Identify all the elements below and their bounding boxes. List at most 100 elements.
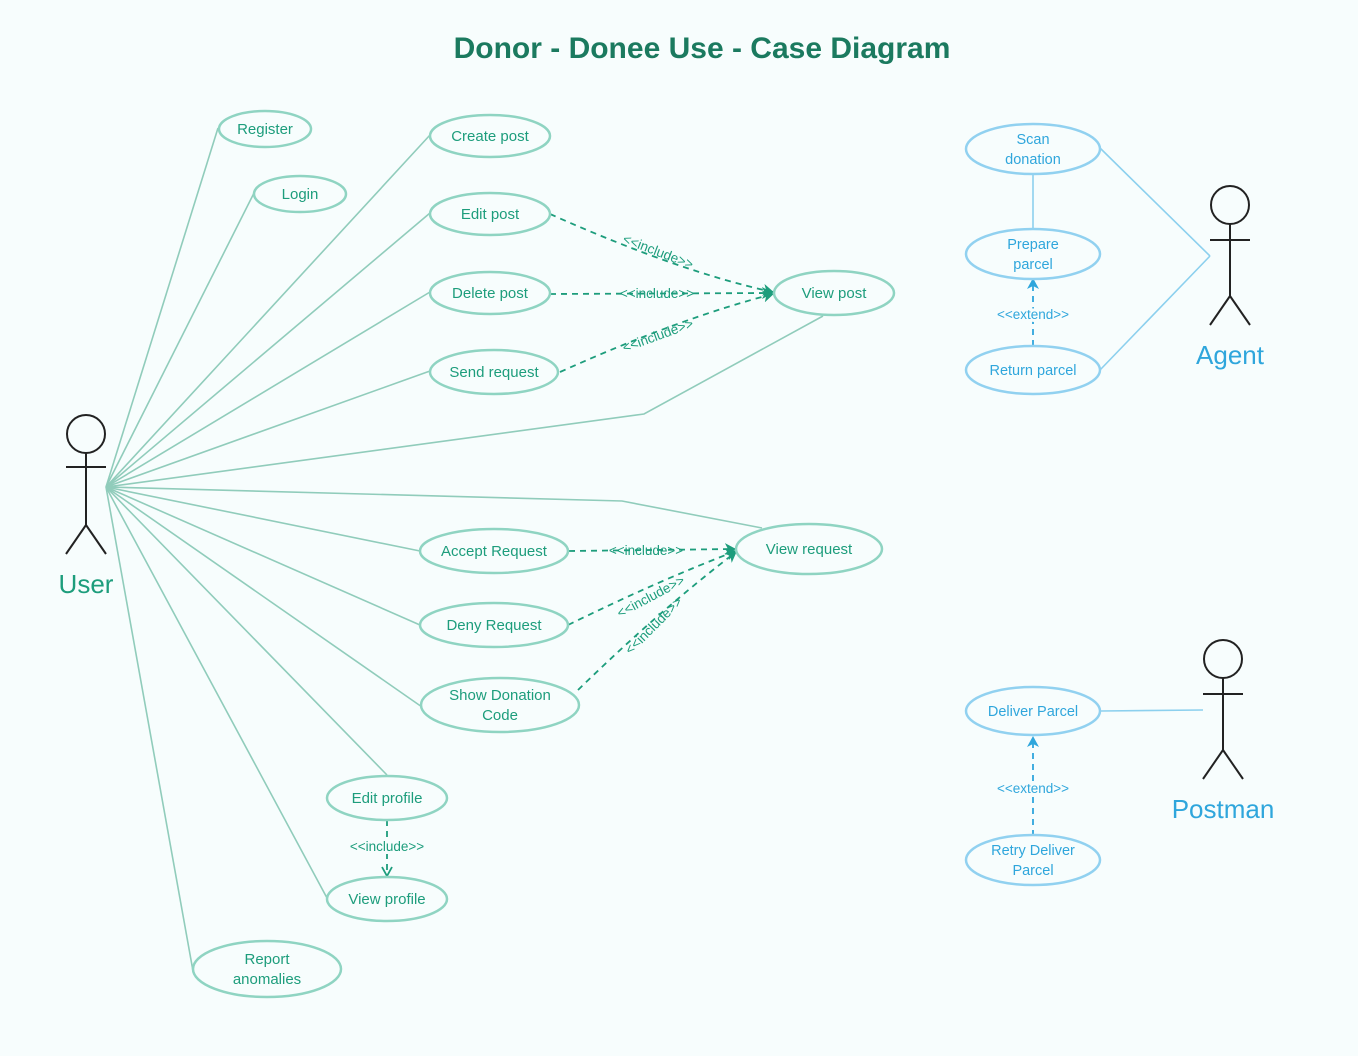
use-case-deny-request[interactable]: Deny Request (418, 601, 570, 649)
assoc-delete-post (105, 291, 431, 488)
include-label-send-request: <<include>> (620, 316, 695, 356)
use-case-label-delete-post: Delete post (452, 285, 529, 302)
use-case-deliver-parcel[interactable]: Deliver Parcel (964, 685, 1102, 737)
include-label-delete-post: <<include>> (620, 286, 694, 301)
use-case-shape-view-post (772, 269, 896, 317)
use-case-shape-deny-request (418, 601, 570, 649)
use-case-login[interactable]: Login (252, 174, 348, 214)
use-case-edit-post[interactable]: Edit post (428, 191, 552, 237)
assoc-scan-donation (1099, 147, 1211, 257)
use-case-label-register: Register (237, 121, 293, 138)
assoc-create-post (105, 134, 431, 488)
use-case-label-report-anomalies: anomalies (233, 971, 301, 988)
use-case-label-edit-profile: Edit profile (352, 790, 423, 807)
postman-head (1203, 639, 1243, 679)
assoc-edit-profile (105, 486, 388, 776)
use-case-register[interactable]: Register (217, 109, 313, 149)
use-case-label-login: Login (282, 186, 319, 203)
use-case-shape-show-donation-code (419, 676, 581, 734)
use-case-prepare-parcel[interactable]: Prepare parcel (964, 227, 1102, 281)
use-case-shape-delete-post (428, 270, 552, 316)
user-leg-right (85, 524, 107, 555)
assoc-login (105, 192, 255, 488)
use-case-create-post[interactable]: Create post (428, 113, 552, 159)
include-send-view-post (559, 290, 774, 373)
assoc-view-post (105, 315, 824, 488)
use-case-label-view-request: View request (766, 541, 853, 558)
assoc-deny-request (105, 486, 421, 626)
use-case-label-report-anomalies: Report (244, 951, 290, 968)
use-case-shape-prepare-parcel (964, 227, 1102, 281)
actor-postman: Postman (1172, 639, 1275, 824)
use-case-view-request[interactable]: View request (734, 522, 884, 576)
postman-associations (1100, 709, 1204, 712)
use-case-edit-profile[interactable]: Edit profile (325, 774, 449, 822)
use-case-send-request[interactable]: Send request (428, 348, 560, 396)
use-case-label-return-parcel: Return parcel (989, 363, 1076, 379)
use-case-shape-view-request (734, 522, 884, 576)
agent-leg-right (1229, 295, 1251, 326)
use-case-label-prepare-parcel: Prepare (1007, 237, 1059, 253)
actor-name-postman: Postman (1172, 794, 1275, 824)
use-case-label-edit-post: Edit post (461, 206, 520, 223)
actor-name-agent: Agent (1196, 340, 1265, 370)
use-case-return-parcel[interactable]: Return parcel (964, 344, 1102, 396)
extend-label-return-parcel: <<extend>> (997, 307, 1069, 322)
use-case-shape-accept-request (418, 527, 570, 575)
include-edit-view-post (549, 213, 774, 296)
assoc-show-donation-code (105, 486, 423, 708)
extend-label-retry-deliver: <<extend>> (997, 781, 1069, 796)
include-label-edit-profile: <<include>> (350, 839, 424, 854)
postman-leg-right (1222, 749, 1244, 780)
use-case-shape-edit-profile (325, 774, 449, 822)
use-case-label-deliver-parcel: Deliver Parcel (988, 704, 1078, 720)
actor-agent: Agent (1196, 185, 1265, 370)
use-case-scan-donation[interactable]: Scan donation (964, 122, 1102, 176)
actor-user: User (59, 414, 114, 599)
assoc-send-request (105, 370, 431, 488)
user-leg-left (65, 524, 87, 555)
use-case-label-create-post: Create post (451, 128, 529, 145)
include-label-accept-request: <<include>> (609, 543, 683, 558)
use-case-label-deny-request: Deny Request (446, 617, 542, 634)
use-case-view-post[interactable]: View post (772, 269, 896, 317)
agent-head (1210, 185, 1250, 225)
use-case-view-profile[interactable]: View profile (325, 875, 449, 923)
use-case-report-anomalies[interactable]: Report anomalies (191, 939, 343, 999)
include-delete-view-post (549, 287, 773, 300)
use-case-delete-post[interactable]: Delete post (428, 270, 552, 316)
use-case-label-show-donation-code: Code (482, 707, 518, 724)
assoc-view-request (105, 486, 763, 529)
use-case-label-view-post: View post (802, 285, 868, 302)
use-case-shape-report-anomalies (191, 939, 343, 999)
assoc-edit-post (105, 212, 431, 488)
include-label-edit-post: <<include>> (621, 231, 696, 272)
use-case-shape-scan-donation (964, 122, 1102, 176)
use-case-label-retry-deliver-parcel: Parcel (1012, 863, 1053, 879)
assoc-deliver-parcel (1100, 709, 1204, 712)
use-case-label-view-profile: View profile (348, 891, 425, 908)
use-case-label-send-request: Send request (449, 364, 539, 381)
use-case-label-prepare-parcel: parcel (1013, 257, 1053, 273)
agent-associations (1032, 147, 1211, 371)
use-case-shape-retry-deliver-parcel (964, 833, 1102, 887)
user-associations (105, 127, 824, 972)
user-head (66, 414, 106, 454)
use-case-accept-request[interactable]: Accept Request (418, 527, 570, 575)
use-case-shape-edit-post (428, 191, 552, 237)
use-case-label-show-donation-code: Show Donation (449, 687, 551, 704)
use-case-shape-login (252, 174, 348, 214)
use-case-label-scan-donation: donation (1005, 152, 1061, 168)
use-case-shape-return-parcel (964, 344, 1102, 396)
use-case-shape-create-post (428, 113, 552, 159)
include-accept-view-request (568, 543, 736, 556)
use-case-label-scan-donation: Scan (1016, 132, 1049, 148)
use-case-label-retry-deliver-parcel: Retry Deliver (991, 843, 1075, 859)
diagram-title: Donor - Donee Use - Case Diagram (454, 32, 951, 65)
include-deny-view-request (567, 548, 737, 626)
agent-leg-left (1209, 295, 1231, 326)
